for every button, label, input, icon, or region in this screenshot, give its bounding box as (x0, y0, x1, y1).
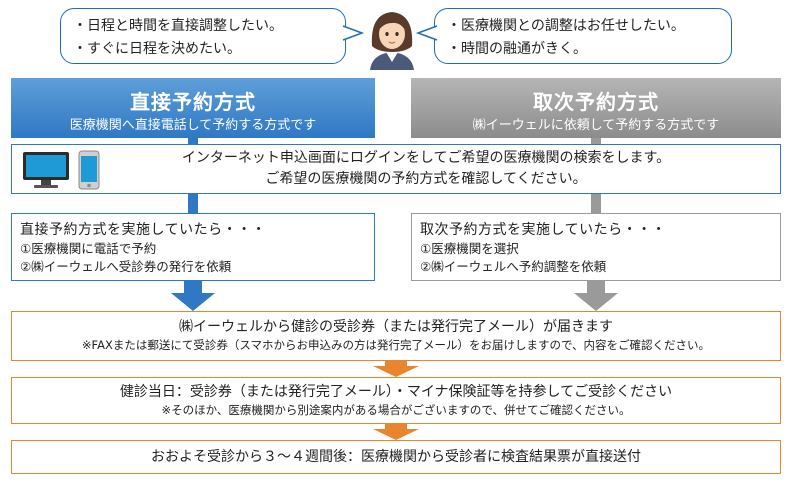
speech-bubble-left: ・日程と時間を直接調整したい。 ・すぐに日程を決めたい。 (60, 8, 346, 64)
checkup-day-note: ※そのほか、医療機関から別途案内がある場合がございますので、併せてご確認ください… (161, 403, 631, 417)
proxy-step-1: ①医療機関を選択 (420, 241, 519, 256)
bubble-left-line-1: ・日程と時間を直接調整したい。 (73, 18, 283, 34)
direct-step-1: ①医療機関に電話で予約 (20, 241, 157, 256)
desktop-monitor-icon (23, 152, 69, 188)
direct-method-steps: 直接予約方式を実施していたら・・・ ①医療機関に電話で予約 ②㈱イーウェルへ受診… (11, 213, 375, 281)
proxy-down-arrow-icon (574, 281, 618, 311)
ticket-arrival-note: ※FAXまたは郵送にて受診券（スマホからお申込みの方は発行完了メール）をお届けし… (81, 338, 711, 352)
connector-direct-mid (188, 194, 198, 214)
bubble-left-tail (342, 25, 365, 41)
direct-step-2: ②㈱イーウェルへ受診券の発行を依頼 (20, 259, 232, 274)
login-search-step: インターネット申込画面にログインをしてご希望の医療機関の検索をします。 ご希望の… (11, 144, 781, 194)
results-step: おおよそ受診から３～４週間後：医療機関から受診者に検査結果票が直接送付 (11, 440, 781, 474)
checkup-day-step: 健診当日：受診券（または発行完了メール）・マイナ保険証等を持参してご受診ください… (11, 377, 781, 424)
smartphone-icon (78, 150, 100, 190)
direct-down-arrow-icon (171, 281, 215, 311)
direct-method-header: 直接予約方式 医療機関へ直接電話して予約する方式です (11, 78, 375, 138)
checkup-day-text: 健診当日：受診券（または発行完了メール）・マイナ保険証等を持参してご受診ください (119, 384, 673, 400)
connector-proxy-top (591, 138, 601, 144)
ticket-arrival-text: ㈱イーウェルから健診の受診券（または発行完了メール）が届きます (179, 319, 613, 335)
proxy-step-2: ②㈱イーウェルへ予約調整を依頼 (420, 259, 607, 274)
proxy-method-steps: 取次予約方式を実施していたら・・・ ①医療機関を選択 ②㈱イーウェルへ予約調整を… (411, 213, 781, 281)
connector-proxy-mid (591, 194, 601, 214)
speech-bubble-right: ・医療機関との調整はお任せしたい。 ・時間の融通がきく。 (434, 8, 732, 64)
proxy-method-header: 取次予約方式 ㈱イーウェルに依頼して予約する方式です (411, 78, 781, 138)
bubble-right-line-1: ・医療機関との調整はお任せしたい。 (447, 18, 685, 34)
login-step-line-1: インターネット申込画面にログインをしてご希望の医療機関の検索をします。 (181, 150, 671, 166)
direct-method-subtitle: 医療機関へ直接電話して予約する方式です (69, 118, 317, 133)
connector-direct-top (188, 138, 198, 144)
ticket-arrival-step: ㈱イーウェルから健診の受診券（または発行完了メール）が届きます ※FAXまたは郵… (11, 311, 781, 361)
proxy-method-box-title: 取次予約方式を実施していたら・・・ (420, 222, 667, 238)
user-avatar-icon (366, 6, 418, 70)
proxy-method-subtitle: ㈱イーウェルに依頼して予約する方式です (472, 118, 720, 133)
direct-method-title: 直接予約方式 (130, 90, 256, 114)
orange-down-arrow-icon-1 (373, 361, 419, 377)
results-text: おおよそ受診から３～４週間後：医療機関から受診者に検査結果票が直接送付 (151, 449, 641, 465)
bubble-right-line-2: ・時間の融通がきく。 (447, 41, 587, 57)
login-step-line-2: ご希望の医療機関の予約方式を確認してください。 (265, 171, 587, 187)
proxy-method-title: 取次予約方式 (533, 90, 659, 114)
direct-method-box-title: 直接予約方式を実施していたら・・・ (20, 222, 267, 238)
bubble-left-line-2: ・すぐに日程を決めたい。 (73, 41, 241, 57)
orange-down-arrow-icon-2 (373, 424, 419, 440)
bubble-right-tail (415, 25, 438, 41)
